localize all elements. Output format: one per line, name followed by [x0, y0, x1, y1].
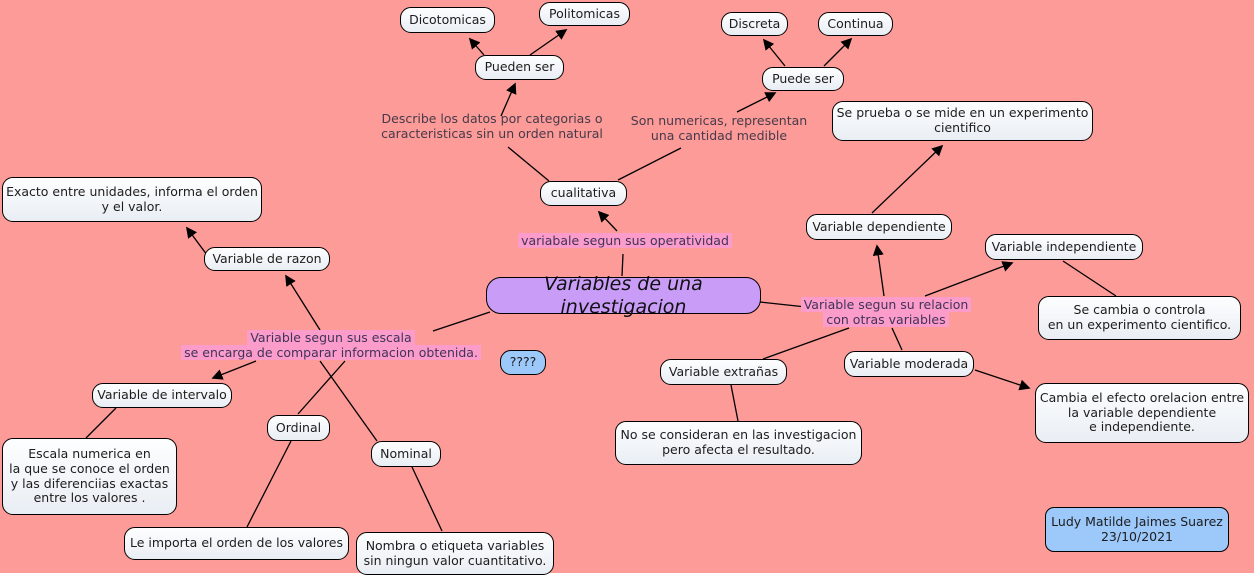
connector-moderada-cambia-efecto [974, 369, 1031, 391]
connector-relacion-extranas [762, 327, 850, 360]
connector-title-escala [432, 311, 491, 332]
connector-independiente-se-cambia [1062, 260, 1117, 297]
node-variable-independiente[interactable]: Variable independiente [985, 234, 1143, 260]
node-pueden-ser[interactable]: Pueden ser [475, 55, 564, 80]
node-exacto[interactable]: Exacto entre unidades, informa el orden … [2, 177, 262, 222]
node-cualitativa[interactable]: cualitativa [540, 181, 627, 206]
node-le-importa[interactable]: Le importa el orden de los valores [124, 527, 349, 560]
node-cambia-efecto[interactable]: Cambia el efecto orelacion entre la vari… [1035, 383, 1249, 443]
connector-title-relacion [759, 301, 807, 308]
connector-pueden-ser-politomicas [529, 29, 568, 56]
connector-operatividad-cualitativa [597, 210, 618, 232]
canvas-edge-strip [0, 573, 1254, 581]
node-variable-de-razon[interactable]: Variable de razon [204, 247, 330, 271]
node-discreta[interactable]: Discreta [721, 12, 788, 36]
node-dicotomicas[interactable]: Dicotomicas [400, 7, 495, 33]
node-no-se-consideran[interactable]: No se consideran en las investigacion pe… [615, 421, 862, 465]
connector-puede-ser-discreta [762, 38, 786, 67]
connector-puede-ser-continua [823, 37, 853, 67]
node-se-cambia[interactable]: Se cambia o controla en un experimento c… [1038, 296, 1241, 340]
link-label-operatividad-text: variabale segun sus operatividad [518, 233, 732, 248]
node-se-prueba[interactable]: Se prueba o se mide en un experimento ci… [832, 101, 1093, 141]
connector-relacion-independiente [924, 261, 1014, 297]
node-author-signature[interactable]: Ludy Matilde Jaimes Suarez 23/10/2021 [1045, 507, 1229, 552]
node-variable-de-intervalo[interactable]: Variable de intervalo [92, 383, 232, 408]
node-ordinal[interactable]: Ordinal [267, 415, 330, 441]
connector-escala-ordinal [297, 360, 346, 415]
link-label-relacion[interactable]: Variable segun su relacion con otras var… [786, 297, 986, 327]
link-label-escala[interactable]: Variable segun sus escala se encarga de … [168, 330, 494, 360]
link-label-escala-text: Variable segun sus escala se encarga de … [181, 330, 481, 360]
connector-cualitativa-numericas [617, 147, 682, 181]
connector-intervalo-escala-numerica [85, 407, 117, 439]
node-continua[interactable]: Continua [818, 12, 893, 36]
connector-dependiente-se-prueba [871, 144, 944, 214]
connector-numericas-puede-ser [736, 92, 777, 113]
connector-pueden-ser-dicotomicas [468, 37, 485, 56]
connector-escala-intervalo [211, 360, 257, 380]
link-label-numericas[interactable]: Son numericas, representan una cantidad … [630, 113, 808, 143]
node-variable-dependiente[interactable]: Variable dependiente [806, 214, 952, 240]
connector-nominal-nombra [411, 466, 443, 532]
node-main-title[interactable]: Variables de una investigacion [486, 273, 761, 318]
connector-escala-razon [285, 274, 321, 331]
connector-ordinal-le-importa [246, 440, 292, 528]
node-question-marks[interactable]: ???? [500, 350, 546, 375]
link-label-operatividad[interactable]: variabale segun sus operatividad [505, 233, 745, 248]
node-nominal[interactable]: Nominal [371, 441, 441, 467]
connector-describe-pueden-ser [500, 82, 517, 117]
node-variable-moderada[interactable]: Variable moderada [844, 351, 974, 377]
node-nombra[interactable]: Nombra o etiqueta variables sin ningun v… [356, 532, 554, 575]
connector-extranas-no-se-consideran [730, 384, 739, 422]
connector-title-operatividad [621, 253, 624, 277]
connector-escala-nominal [319, 360, 378, 442]
link-label-describe[interactable]: Describe los datos por categorias o cara… [381, 111, 603, 141]
connector-relacion-moderada [891, 327, 903, 351]
link-label-relacion-text: Variable segun su relacion con otras var… [800, 297, 972, 327]
node-escala-numerica[interactable]: Escala numerica en la que se conoce el o… [2, 438, 177, 515]
node-puede-ser[interactable]: Puede ser [762, 67, 844, 91]
connector-cualitativa-describe [507, 146, 550, 182]
connector-relacion-dependiente [872, 244, 885, 297]
node-variable-extranas[interactable]: Variable extrañas [660, 359, 787, 385]
node-politomicas[interactable]: Politomicas [539, 2, 630, 26]
